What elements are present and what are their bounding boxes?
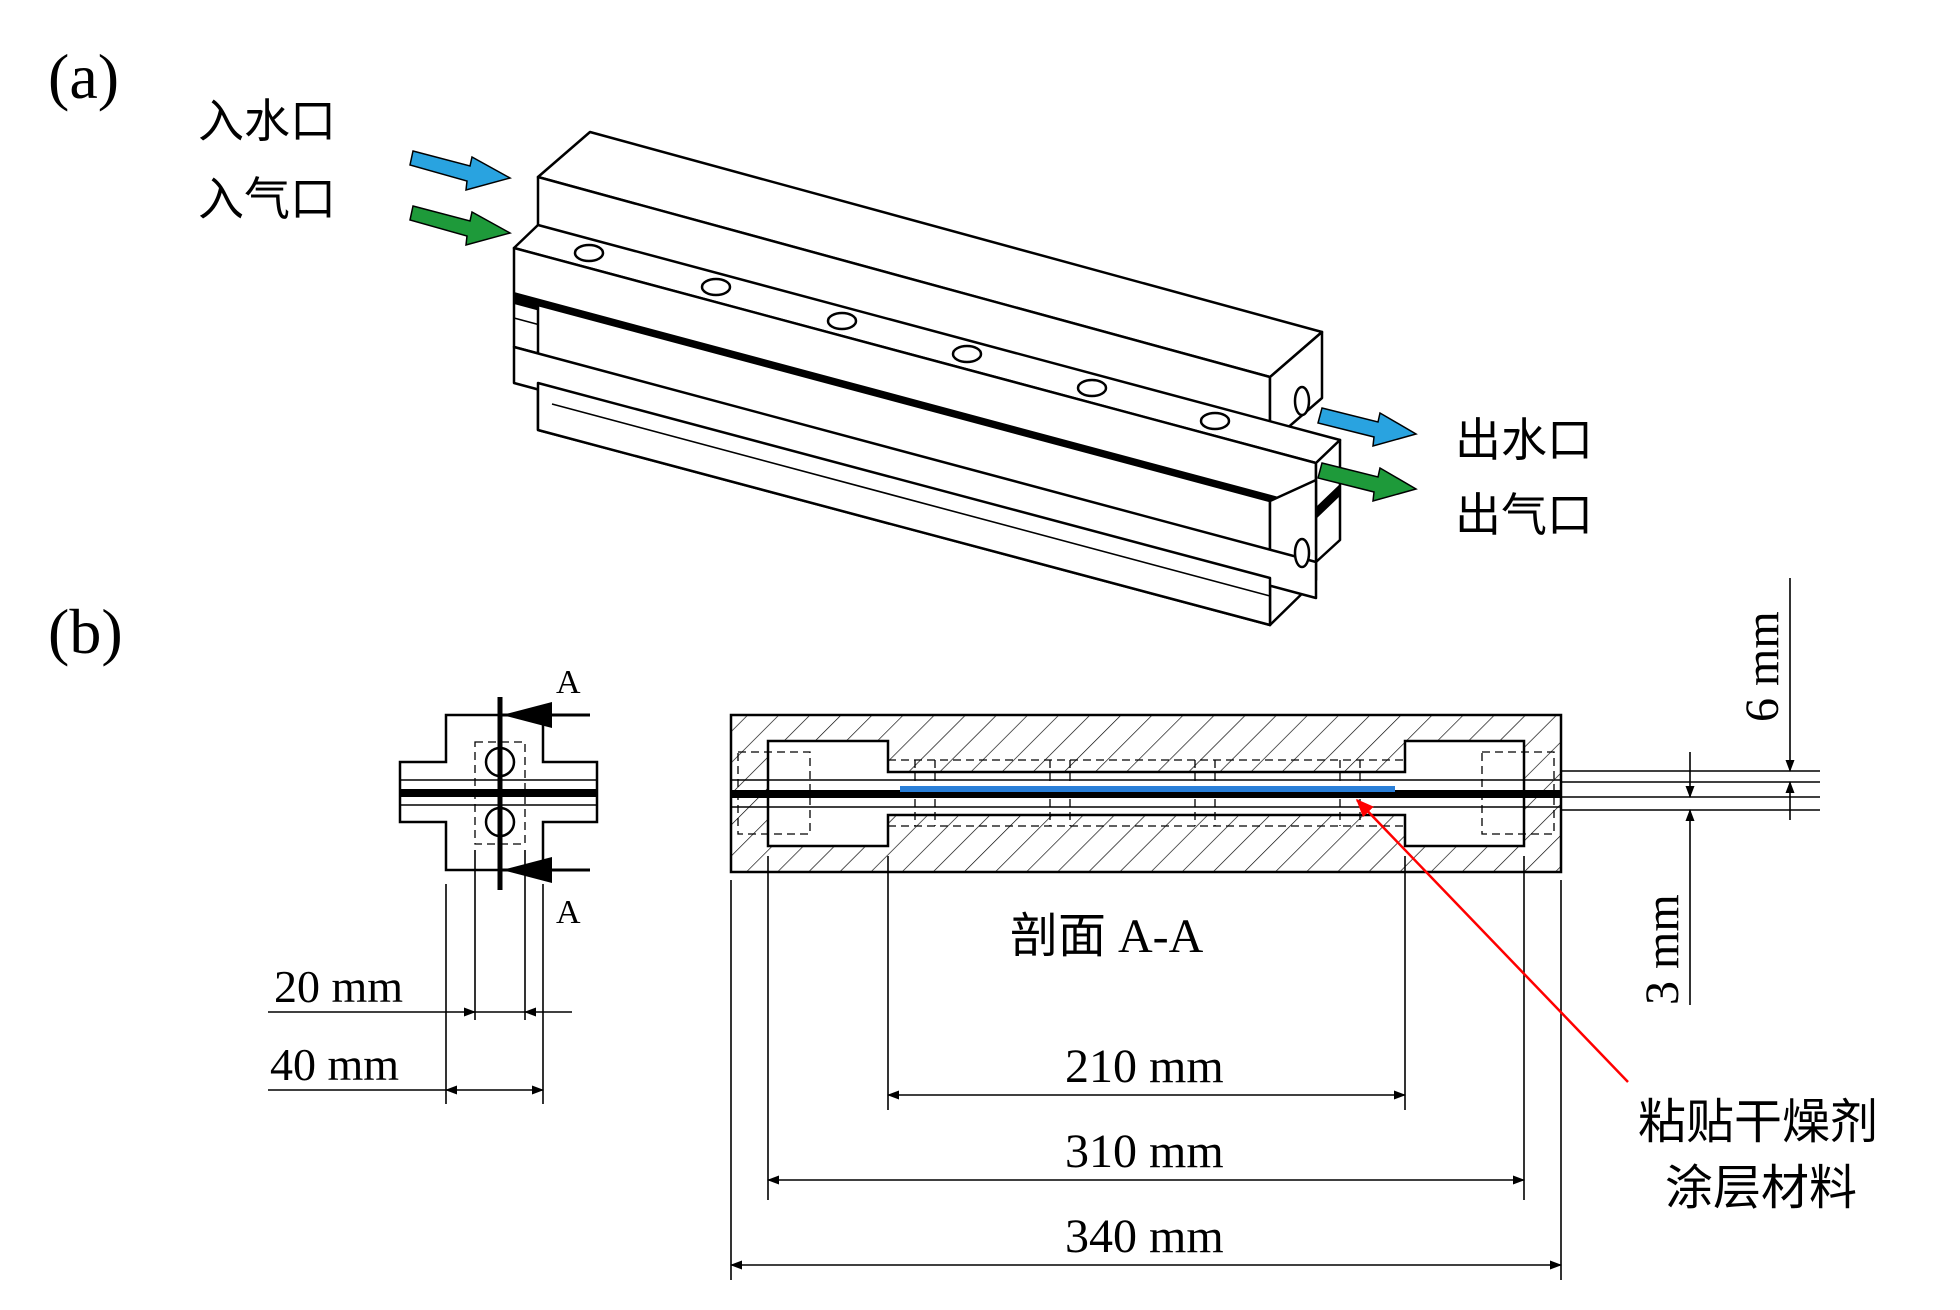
dim-6-label: 6 mm (1736, 611, 1789, 722)
outlet-air-arrow-icon (1317, 462, 1418, 503)
screw-hole (1076, 378, 1108, 398)
inlet-water-arrow-icon (409, 150, 512, 192)
end-view-dimensions (268, 850, 572, 1104)
section-title: 剖面 A-A (1010, 910, 1204, 963)
isometric-device (512, 130, 1342, 627)
outlet-water-label: 出水口 (1455, 415, 1593, 466)
section-view (729, 713, 1563, 874)
dim-210-label: 210 mm (1065, 1040, 1224, 1093)
inlet-air-arrow-icon (409, 205, 512, 247)
panel-a-label: (a) (48, 41, 119, 112)
outlet-air-label: 出气口 (1455, 490, 1593, 541)
inlet-water-label: 入水口 (198, 96, 336, 147)
end-port-lower (1293, 537, 1311, 569)
coating-leader-arrow (1355, 798, 1629, 1083)
end-view (398, 697, 599, 890)
dim-20-label: 20 mm (274, 961, 403, 1012)
section-mark-bottom: A (556, 894, 581, 931)
screw-hole (700, 277, 732, 297)
section-mark-top: A (556, 664, 581, 701)
thickness-dimensions (1561, 578, 1820, 1005)
coating-label-line1: 粘贴干燥剂 (1638, 1096, 1878, 1149)
outlet-water-arrow-icon (1317, 407, 1418, 448)
dim-3-label: 3 mm (1636, 894, 1689, 1005)
screw-hole (1199, 411, 1231, 431)
coating-label-line2: 涂层材料 (1665, 1162, 1857, 1215)
dim-40-label: 40 mm (270, 1039, 399, 1090)
dim-340-label: 340 mm (1065, 1210, 1224, 1263)
inlet-air-label: 入气口 (198, 174, 336, 225)
coating-layer (900, 786, 1395, 792)
section-dimensions (730, 856, 1562, 1280)
screw-hole (826, 311, 858, 331)
dim-310-label: 310 mm (1065, 1125, 1224, 1178)
end-port-upper (1293, 385, 1311, 417)
screw-hole (573, 243, 605, 263)
panel-b-label: (b) (48, 596, 123, 667)
screw-hole (951, 344, 983, 364)
